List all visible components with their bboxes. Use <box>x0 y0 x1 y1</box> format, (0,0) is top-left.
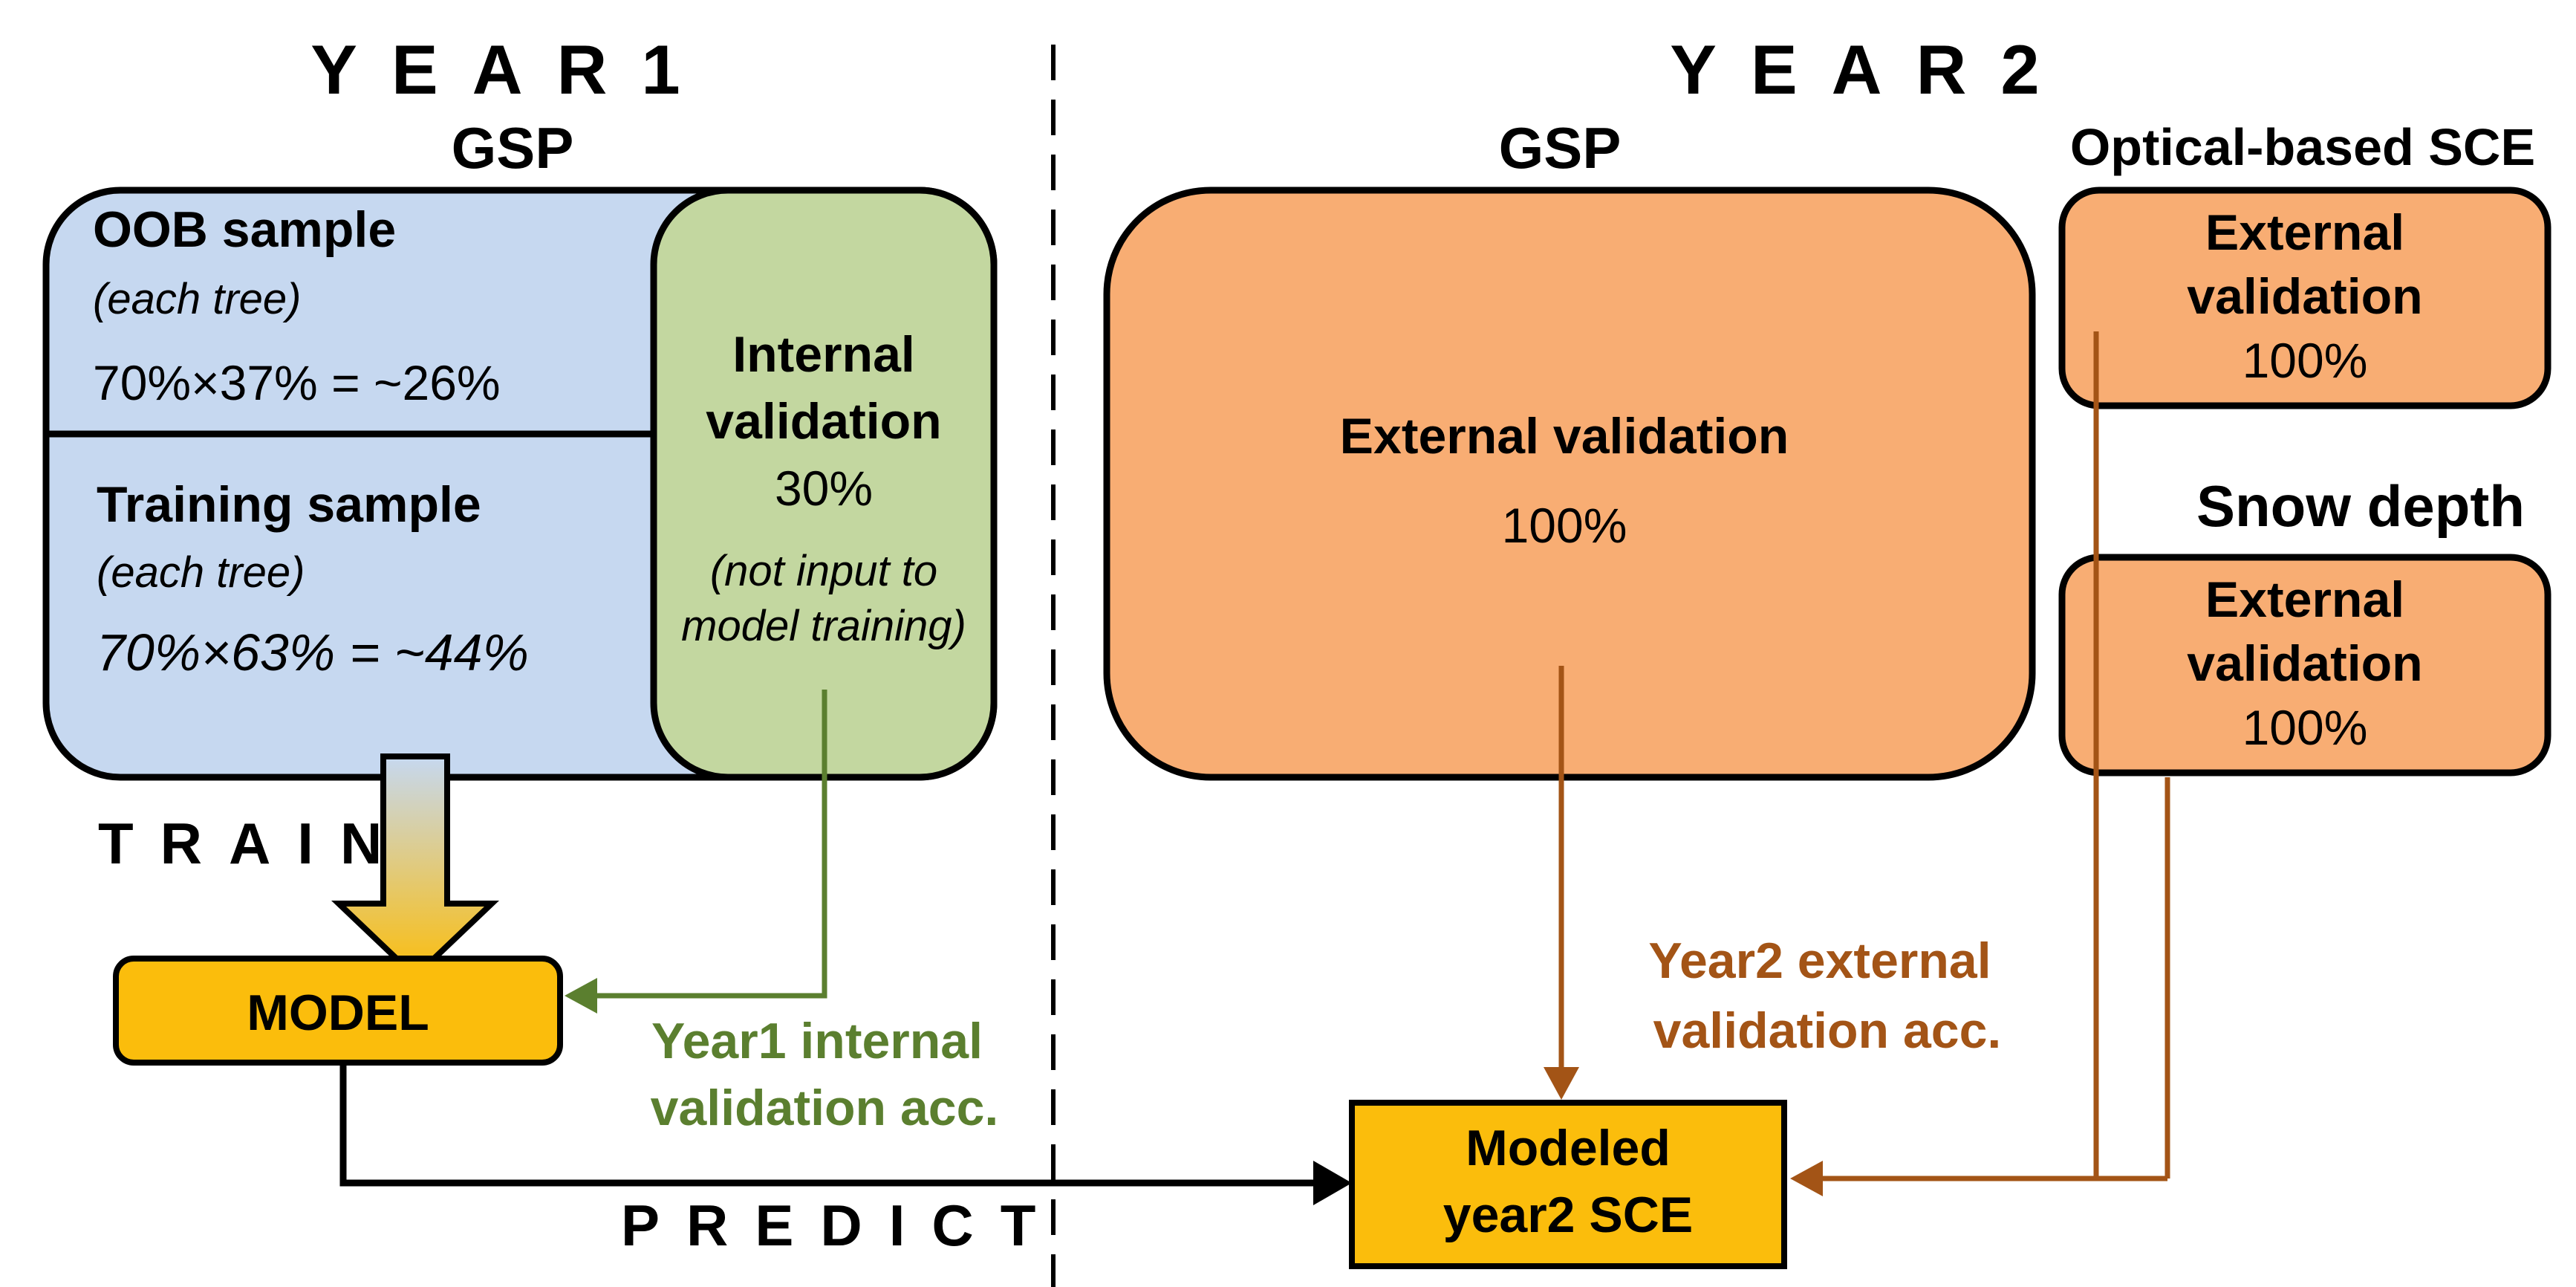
year2-gsp-label: GSP <box>1499 115 1622 181</box>
year1-gsp-label: GSP <box>452 115 574 181</box>
year2-gsp-external-box[interactable] <box>1103 187 2036 781</box>
training-sample-note: (each tree) <box>97 548 305 597</box>
oob-sample-formula: 70%×37% = ~26% <box>93 355 501 410</box>
internal-validation-arrowhead <box>565 978 597 1014</box>
year2-acc-line2: validation acc. <box>1653 1002 2002 1059</box>
optical-external-line1: External <box>2205 204 2404 261</box>
predict-arrow <box>339 1064 1315 1187</box>
gsp-external-arrowhead <box>1544 1067 1579 1100</box>
internal-validation-percent: 30% <box>775 461 873 516</box>
internal-validation-arrow <box>587 690 827 999</box>
model-box[interactable] <box>113 956 563 1066</box>
internal-validation-line2: validation <box>706 393 941 450</box>
year1-acc-line1: Year1 internal <box>651 1013 983 1069</box>
oob-sample-note: (each tree) <box>93 275 301 323</box>
year1-title: YEAR1 <box>310 30 714 108</box>
modeled-year2-sce-box[interactable] <box>1349 1100 1787 1269</box>
external-merge-arrowhead <box>1790 1161 1823 1196</box>
year2-acc-line1: Year2 external <box>1648 933 1991 989</box>
optical-sce-label: Optical-based SCE <box>2070 118 2535 176</box>
optical-sce-box[interactable] <box>2058 187 2551 409</box>
training-sample-title: Training sample <box>97 476 481 533</box>
year1-acc-line2: validation acc. <box>651 1080 999 1136</box>
year2-gsp-external-label: External validation <box>1340 408 1789 464</box>
training-sample-formula: 70%×63% = ~44% <box>97 623 529 681</box>
snow-external-percent: 100% <box>2242 700 2368 755</box>
optical-external-percent: 100% <box>2242 333 2368 388</box>
year2-title: YEAR2 <box>1670 30 2073 108</box>
train-label: TRAIN <box>98 811 409 876</box>
train-arrow <box>331 753 500 981</box>
snow-depth-label: Snow depth <box>2196 473 2525 539</box>
year2-gsp-external-percent: 100% <box>1502 498 1627 553</box>
snow-external-line2: validation <box>2187 635 2422 692</box>
internal-validation-note1: (not input to <box>710 547 937 595</box>
internal-validation-note2: model training) <box>681 602 966 650</box>
predict-label: PREDICT <box>621 1193 1062 1258</box>
snow-external-line1: External <box>2205 571 2404 628</box>
model-label: MODEL <box>247 985 429 1041</box>
optical-external-line2: validation <box>2187 268 2422 325</box>
internal-validation-line1: Internal <box>732 326 915 383</box>
oob-sample-title: OOB sample <box>93 201 396 258</box>
modeled-year2-line1: Modeled <box>1466 1120 1671 1176</box>
snow-depth-box[interactable] <box>2058 554 2551 777</box>
predict-arrowhead <box>1313 1161 1352 1205</box>
modeled-year2-line2: year2 SCE <box>1443 1187 1693 1243</box>
